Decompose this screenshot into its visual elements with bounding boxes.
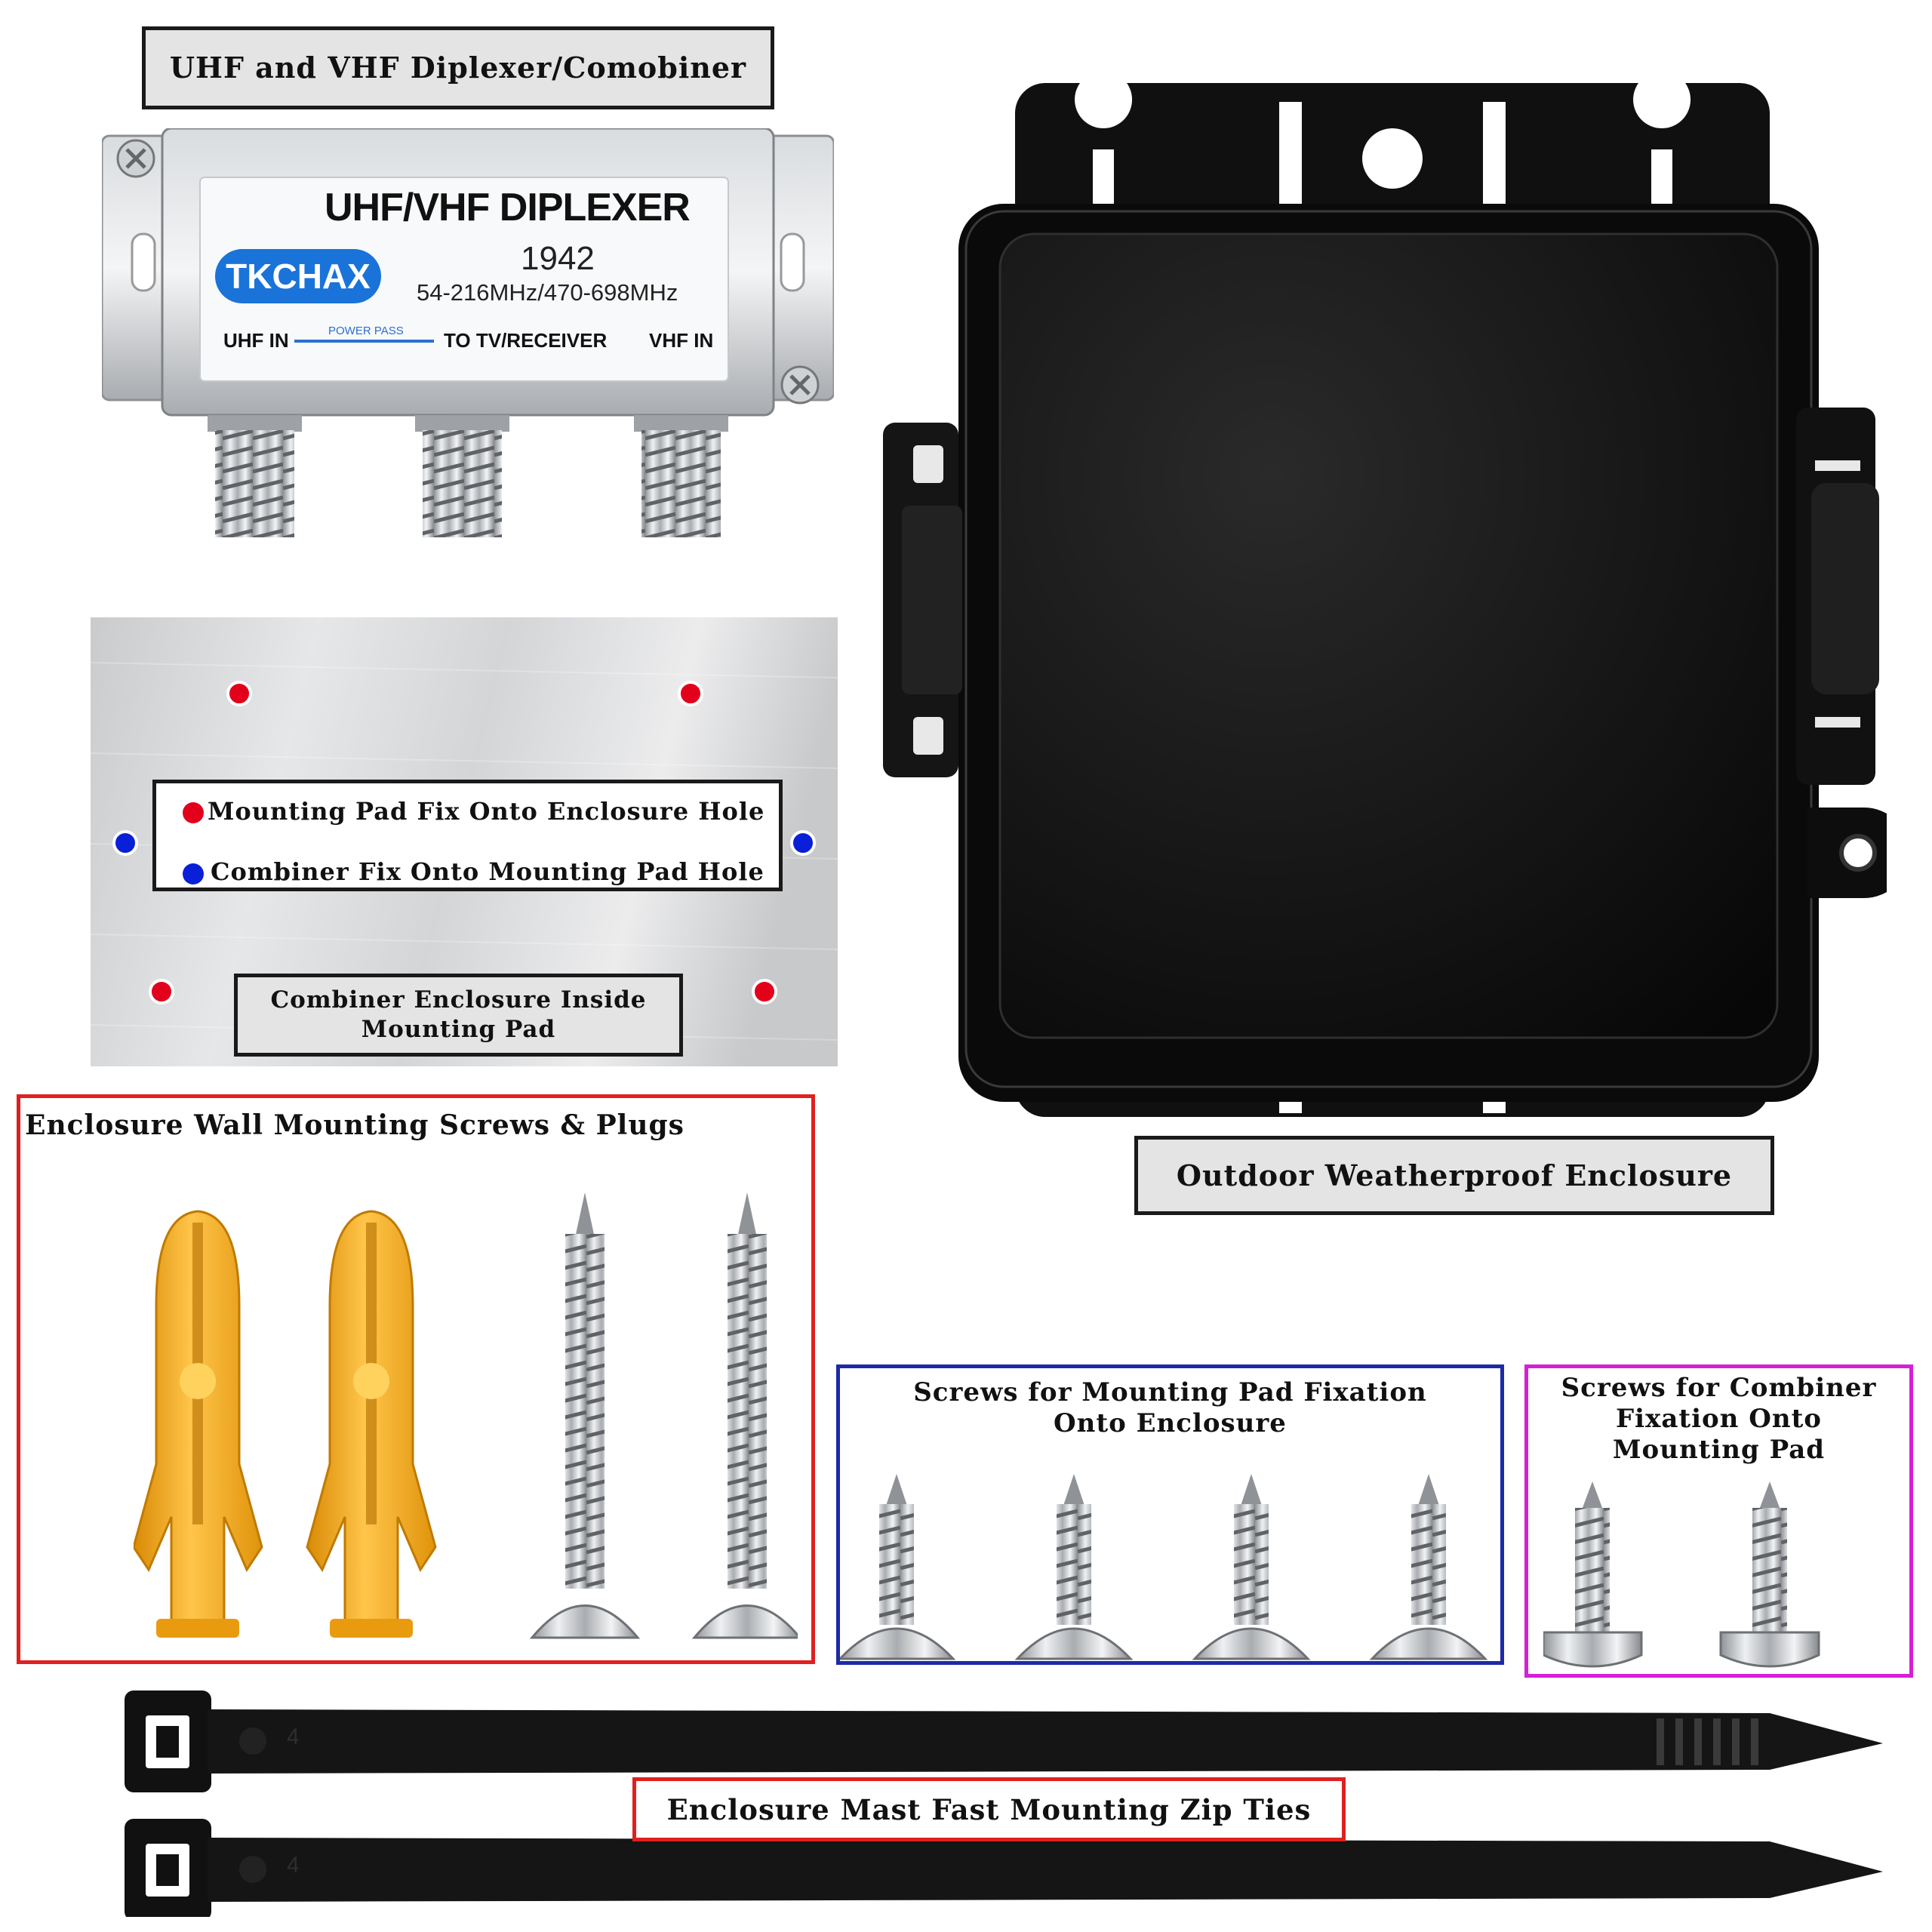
red-hole-marker [678,681,703,706]
pad-screws-title: Screws for Mounting Pad Fixation Onto En… [840,1377,1500,1439]
red-hole-marker [752,979,777,1004]
zip-tie-mark-bottom: 4 [287,1853,300,1878]
combiner-screws-illustration [1543,1481,1820,1668]
zip-ties-illustration [125,1690,1883,1917]
diplexer-model-number: 1942 [521,240,595,277]
blue-hole-marker [112,830,138,856]
pad-screw-icon [1369,1474,1488,1660]
combiner-screws-title-line1: Screws for Combiner [1561,1373,1877,1403]
combiner-screw-icon [1543,1481,1643,1668]
enclosure-caption: Outdoor Weatherproof Enclosure [1134,1136,1774,1215]
keyhole-slot-icon [1075,83,1133,213]
port-label-uhf: UHF IN [223,329,289,352]
hole-legend: Mounting Pad Fix Onto Enclosure Hole Com… [152,780,783,891]
zip-ties-caption: Enclosure Mast Fast Mounting Zip Ties [632,1777,1346,1841]
legend-red-dot [183,802,204,823]
mounting-pad-caption-line2: Mounting Pad [361,1016,556,1043]
zip-tie-icon [125,1819,1883,1917]
pad-screw-icon [1192,1474,1311,1660]
latch-icon [1796,408,1879,785]
blue-hole-marker [790,830,816,856]
pad-screws-illustration [840,1474,1488,1660]
diplexer-frequency: 54-216MHz/470-698MHz [417,279,678,306]
mounting-pad-caption: Combiner Enclosure Inside Mounting Pad [234,974,683,1057]
wall-hardware-illustration [134,1192,798,1639]
hinge-icon [883,423,962,777]
legend-red-text: Mounting Pad Fix Onto Enclosure Hole [208,797,765,826]
combiner-screws-title-line2: Fixation Onto [1616,1403,1822,1434]
legend-blue-text: Combiner Fix Onto Mounting Pad Hole [211,857,764,886]
f-connector-icon [634,415,728,537]
pad-screws-frame: Screws for Mounting Pad Fixation Onto En… [836,1364,1504,1665]
wall-screw-icon [691,1192,798,1639]
pad-screw-icon [1014,1474,1134,1660]
combiner-screws-title: Screws for Combiner Fixation Onto Mounti… [1528,1373,1909,1465]
enclosure-illustration [883,83,1887,1117]
diplexer-caption: UHF and VHF Diplexer/Comobiner [142,26,774,109]
legend-blue-dot [183,863,204,884]
port-label-vhf: VHF IN [649,329,714,352]
zip-tie-mark-top: 4 [287,1724,300,1749]
zip-ties [125,1687,1890,1917]
wall-screw-icon [529,1192,641,1639]
wall-screws-title: Enclosure Wall Mounting Screws & Plugs [25,1109,685,1141]
diplexer-device [102,128,834,540]
wall-plug-icon [134,1210,263,1638]
weatherproof-enclosure [883,83,1887,1124]
mounting-pad-caption-line1: Combiner Enclosure Inside [270,986,647,1014]
wall-plug-icon [306,1210,437,1638]
hanging-tab-icon [1807,808,1887,898]
brand-badge: TKCHAX [215,249,381,303]
f-connector-icon [415,415,509,537]
zip-tie-icon [125,1690,1883,1792]
diplexer-model-title: UHF/VHF DIPLEXER [325,186,691,229]
diplexer-illustration [102,128,834,537]
power-pass-label: POWER PASS [328,325,404,337]
pad-screws-title-line1: Screws for Mounting Pad Fixation [913,1377,1427,1407]
pad-screw-icon [840,1474,956,1660]
port-label-tv: TO TV/RECEIVER [444,329,608,352]
keyhole-slot-icon [1633,83,1691,213]
combiner-screws-title-line3: Mounting Pad [1612,1434,1826,1465]
red-hole-marker [226,681,252,706]
red-hole-marker [149,979,174,1004]
pad-screws-title-line2: Onto Enclosure [1054,1407,1287,1438]
combiner-screws-frame: Screws for Combiner Fixation Onto Mounti… [1524,1364,1913,1678]
f-connector-icon [208,415,302,537]
combiner-screw-icon [1719,1481,1820,1668]
wall-screws-frame: Enclosure Wall Mounting Screws & Plugs [17,1094,815,1664]
